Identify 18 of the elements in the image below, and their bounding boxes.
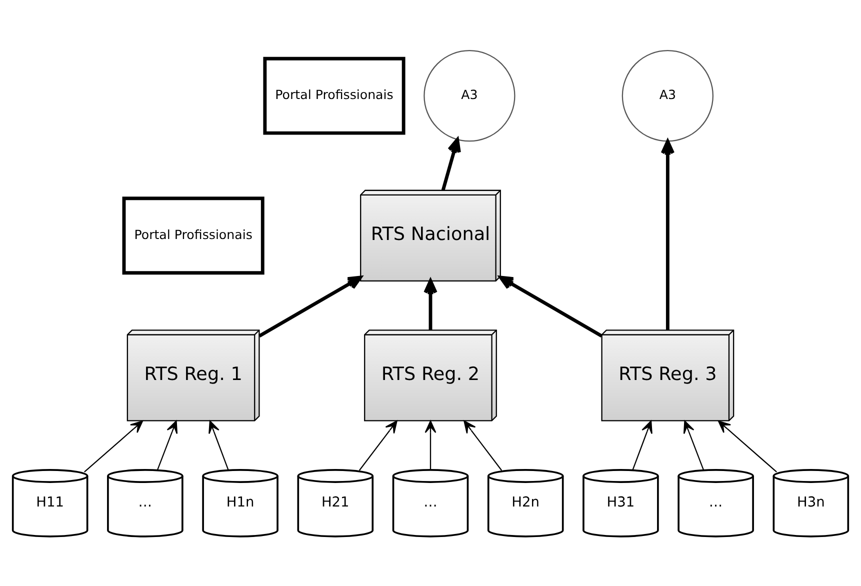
arrow bbox=[258, 275, 362, 337]
arrow bbox=[441, 138, 461, 190]
arrow bbox=[424, 420, 436, 470]
node-box: Portal Profissionais bbox=[263, 56, 406, 134]
arrow bbox=[718, 420, 777, 472]
arrow bbox=[424, 278, 438, 330]
arrow bbox=[84, 420, 144, 472]
node-circle: A3 bbox=[622, 50, 714, 142]
arrow bbox=[660, 139, 675, 330]
arrow bbox=[632, 420, 652, 470]
arrow bbox=[499, 275, 602, 337]
arrow bbox=[208, 420, 229, 470]
arrow bbox=[358, 420, 398, 470]
arrow bbox=[683, 420, 704, 470]
node-box: Portal Profissionais bbox=[122, 196, 264, 274]
node-circle: A3 bbox=[424, 50, 516, 142]
arrow bbox=[157, 420, 178, 470]
arrow bbox=[464, 420, 502, 470]
